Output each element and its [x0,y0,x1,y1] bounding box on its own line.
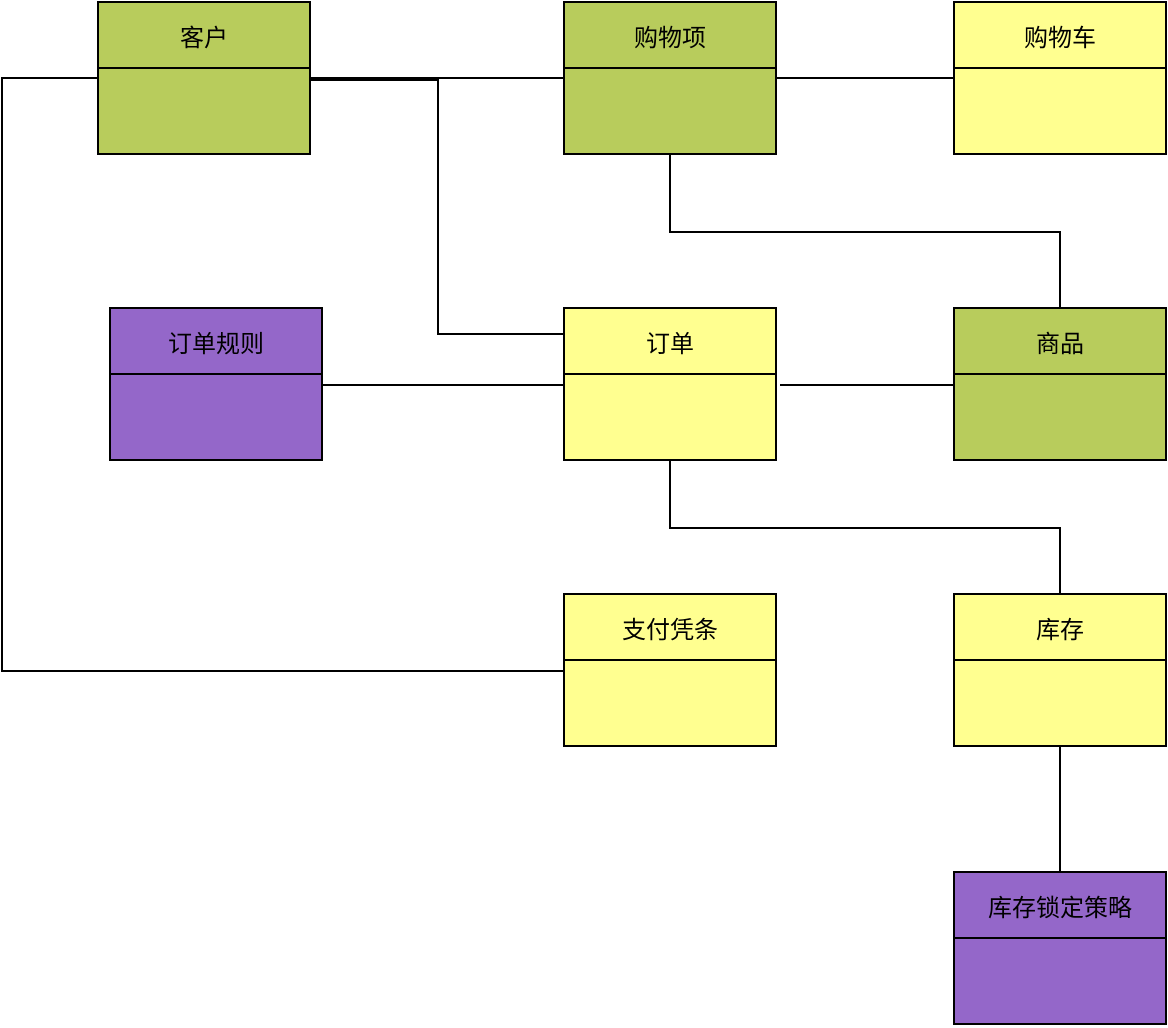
entity-product-title: 商品 [955,309,1165,375]
entity-payment[interactable]: 支付凭条 [563,593,777,747]
entity-lock-policy[interactable]: 库存锁定策略 [953,871,1167,1025]
entity-order-body [565,375,775,459]
entity-cart[interactable]: 购物车 [953,1,1167,155]
entity-lock-policy-body [955,939,1165,1023]
connector-customer-order [311,79,563,335]
entity-customer[interactable]: 客户 [97,1,311,155]
entity-product[interactable]: 商品 [953,307,1167,461]
entity-inventory-title: 库存 [955,595,1165,661]
entity-inventory-body [955,661,1165,745]
entity-order-rule-title: 订单规则 [111,309,321,375]
entity-order-title: 订单 [565,309,775,375]
entity-cart-body [955,69,1165,153]
entity-cart-item-title: 购物项 [565,3,775,69]
connector-cartitem-product [669,155,1061,307]
entity-payment-title: 支付凭条 [565,595,775,661]
entity-order-rule-body [111,375,321,459]
entity-cart-title: 购物车 [955,3,1165,69]
entity-inventory[interactable]: 库存 [953,593,1167,747]
entity-cart-item[interactable]: 购物项 [563,1,777,155]
entity-order-rule[interactable]: 订单规则 [109,307,323,461]
entity-cart-item-body [565,69,775,153]
connector-order-inventory [669,461,1061,593]
entity-customer-body [99,69,309,153]
entity-payment-body [565,661,775,745]
entity-order[interactable]: 订单 [563,307,777,461]
connector-customer-payment [1,77,563,672]
entity-customer-title: 客户 [99,3,309,69]
entity-product-body [955,375,1165,459]
entity-lock-policy-title: 库存锁定策略 [955,873,1165,939]
